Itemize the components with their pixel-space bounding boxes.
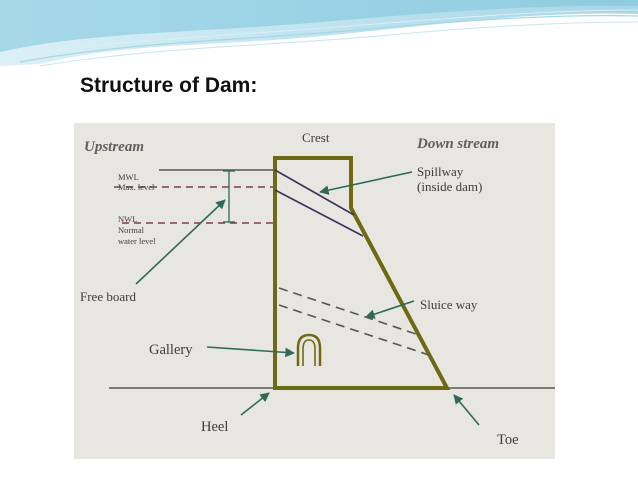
- spillway-line-lower: [274, 189, 364, 237]
- sluice-way-arrow: [365, 300, 415, 319]
- heel-arrow: [240, 392, 270, 416]
- gallery-icon: [296, 333, 322, 366]
- free-board-label: Free board: [80, 289, 136, 304]
- spillway-arrow: [319, 171, 413, 195]
- diagram-panel: [74, 123, 555, 459]
- spillway-sub-label: (inside dam): [417, 179, 482, 194]
- normal-label: Normal: [118, 225, 145, 235]
- heel-label: Heel: [201, 419, 228, 435]
- water-level-label: water level: [118, 236, 156, 246]
- sluice-way-line-upper: [278, 287, 420, 336]
- gallery-arrow: [206, 346, 295, 358]
- header-wave-decoration: [0, 0, 638, 67]
- dam-structure-diagram: Upstream Crest Down stream MWL Max. leve…: [74, 123, 555, 459]
- downstream-label: Down stream: [416, 136, 499, 152]
- spillway-label: Spillway: [417, 164, 464, 179]
- sluice-way-line-lower: [278, 304, 430, 356]
- slide-title: Structure of Dam:: [80, 74, 258, 97]
- gallery-inner: [302, 339, 316, 366]
- upstream-label: Upstream: [84, 139, 144, 155]
- max-level-label: Max. level: [118, 182, 155, 192]
- nwl-label: NWL: [118, 214, 137, 224]
- free-board-arrow: [135, 199, 226, 285]
- mwl-label: MWL: [118, 172, 139, 182]
- crest-label: Crest: [302, 130, 330, 145]
- toe-arrow: [453, 394, 480, 426]
- toe-label: Toe: [497, 432, 519, 448]
- gallery-label: Gallery: [149, 342, 193, 358]
- sluice-way-label: Sluice way: [420, 297, 478, 312]
- dam-outline: [273, 156, 451, 390]
- spillway-line-upper: [274, 169, 355, 216]
